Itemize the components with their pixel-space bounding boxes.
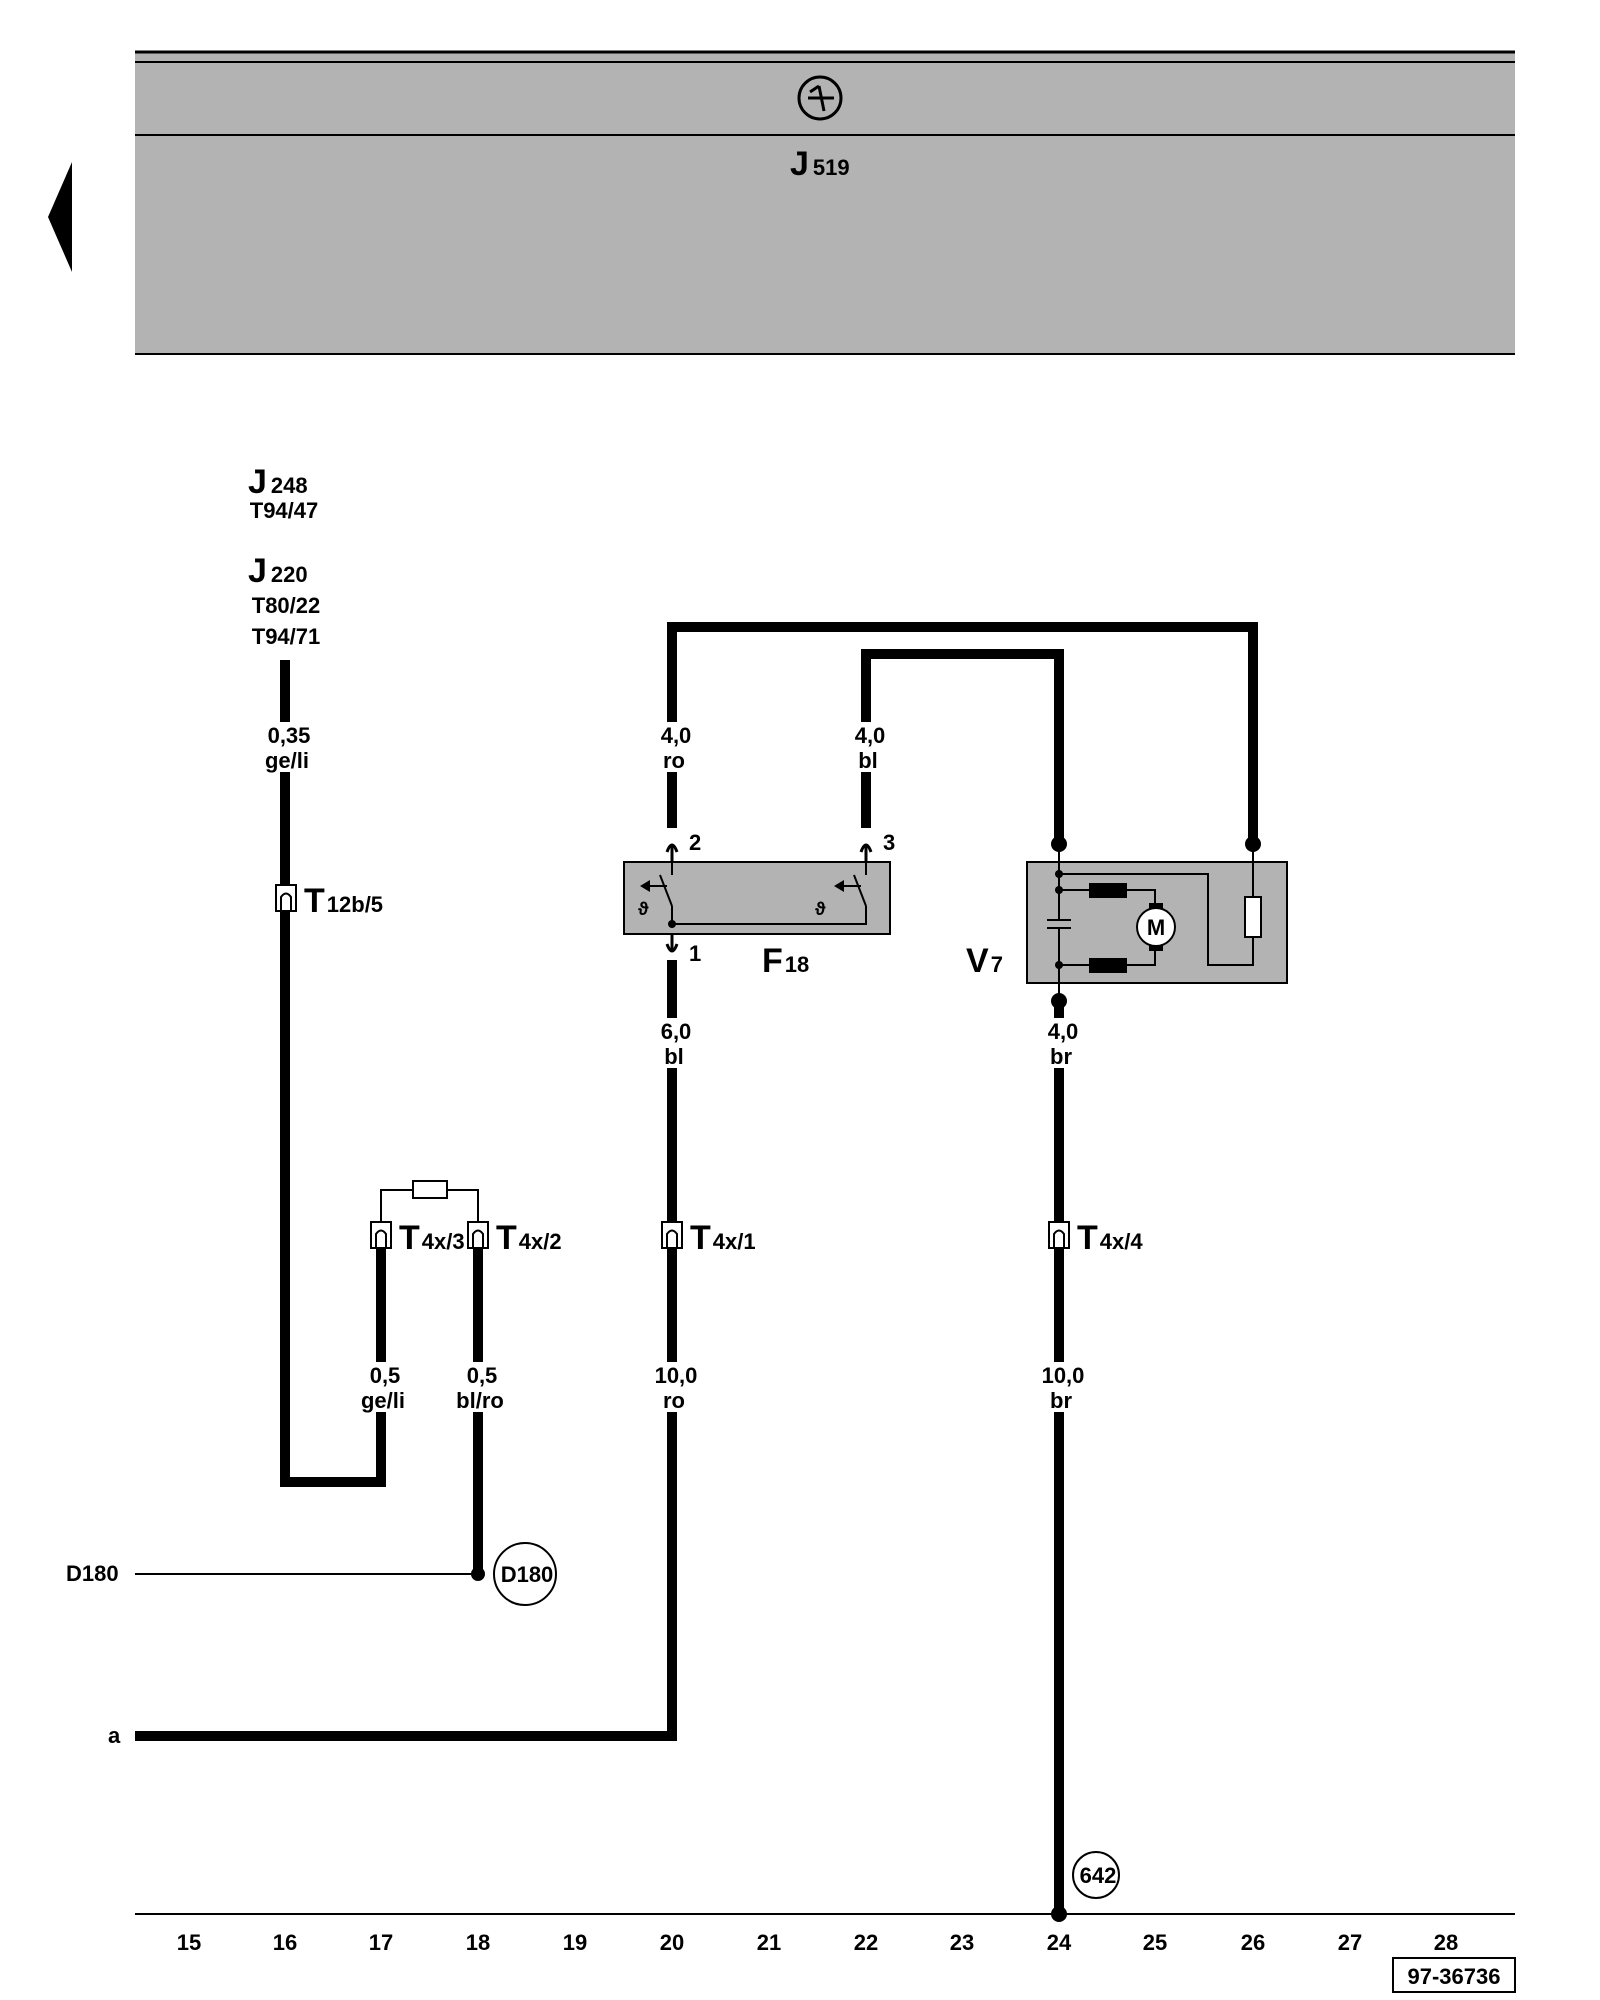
connector-t4x4-icon <box>1048 1221 1070 1249</box>
wire-label-bg-24-mid <box>1032 1018 1088 1068</box>
wire-color-18: bl/ro <box>456 1388 504 1413</box>
wire-size-24-bot: 10,0 <box>1042 1363 1085 1388</box>
ref-j220-pin-1: T80/22 <box>252 593 321 618</box>
wire-label-bg-24-bot <box>1027 1362 1093 1412</box>
connector-t4x3-label: T4x/3 <box>399 1219 465 1257</box>
grid-number-18: 18 <box>466 1930 490 1955</box>
grid-number-19: 19 <box>563 1930 587 1955</box>
grid-number-26: 26 <box>1241 1930 1265 1955</box>
f18-pin-3-icon <box>859 843 873 862</box>
wire-label-bg-22-top <box>839 722 895 772</box>
connector-t12b5-label: T12b/5 <box>304 882 383 920</box>
connector-t4x3-icon <box>370 1221 392 1249</box>
svg-text:ϑ: ϑ <box>815 899 826 919</box>
grid-number-20: 20 <box>660 1930 684 1955</box>
connector-t4x1-icon <box>661 1221 683 1249</box>
wire-label-bg-17 <box>352 1362 414 1412</box>
grid-numbers: 15 16 17 18 19 20 21 22 23 24 25 26 27 28 <box>177 1930 1458 1955</box>
connector-t4x2-icon <box>467 1221 489 1249</box>
wire-color-24-bot: br <box>1050 1388 1072 1413</box>
diagram-code-box <box>1392 1957 1516 1993</box>
grid-number-21: 21 <box>757 1930 781 1955</box>
wire-color-20-bot: ro <box>663 1388 685 1413</box>
d180-circle <box>493 1542 557 1606</box>
wire-size-17: 0,5 <box>370 1363 401 1388</box>
f18-switch-right-icon: ϑ <box>815 862 867 922</box>
d180-junction <box>471 1567 485 1581</box>
wire-size-16: 0,35 <box>268 723 311 748</box>
motor-icon: M <box>1136 903 1176 951</box>
wire-col16 <box>280 660 386 1487</box>
resistor <box>412 1180 448 1199</box>
grid-number-27: 27 <box>1338 1930 1362 1955</box>
wire-label-bg-20-top <box>645 722 701 772</box>
wire-size-22-top: 4,0 <box>855 723 886 748</box>
wire-size-20-top: 4,0 <box>661 723 692 748</box>
grid-number-15: 15 <box>177 1930 201 1955</box>
connector-t4x4-label: T4x/4 <box>1077 1219 1143 1257</box>
f18-label: F18 <box>762 942 809 980</box>
triangle-left-icon[interactable] <box>48 162 72 272</box>
wire-label-bg-20-mid <box>645 1018 701 1068</box>
ground-circle <box>1072 1851 1120 1899</box>
wire-col20-top <box>667 622 1258 842</box>
wire-label-bg-16 <box>255 722 317 772</box>
wire-color-16: ge/li <box>265 748 309 773</box>
f18-pin-1: 1 <box>689 941 701 966</box>
grid-number-28: 28 <box>1434 1930 1458 1955</box>
wire-size-20-mid: 6,0 <box>661 1019 692 1044</box>
grid-number-24: 24 <box>1047 1930 1072 1955</box>
connector-t4x2-label: T4x/2 <box>496 1219 562 1257</box>
connector-t4x1-label: T4x/1 <box>690 1219 756 1257</box>
wire-col20-bottom <box>135 960 677 1741</box>
connector-t12b5-icon <box>275 884 297 912</box>
f18-pin-2: 2 <box>689 830 701 855</box>
wire-color-20-top: ro <box>663 748 685 773</box>
d180-label: D180 <box>66 1561 119 1586</box>
diagram-code: 97-36736 <box>1408 1964 1501 1989</box>
f18-pin-2-icon <box>665 843 679 862</box>
ref-j248-pin: T94/47 <box>250 498 319 523</box>
svg-text:ϑ: ϑ <box>638 899 649 919</box>
f18-node <box>668 920 676 928</box>
wire-size-24-mid: 4,0 <box>1048 1019 1079 1044</box>
fan-symbol-icon <box>797 75 843 121</box>
f18-internal-link <box>672 922 867 925</box>
header-band <box>135 52 1515 354</box>
grid-number-16: 16 <box>273 1930 297 1955</box>
wire-color-20-mid: bl <box>664 1044 684 1069</box>
ground-circle-label: 642 <box>1080 1863 1117 1888</box>
f18-pin-1-icon <box>665 934 679 953</box>
wire-label-bg-18 <box>447 1362 509 1412</box>
f18-pin-3: 3 <box>883 830 895 855</box>
ref-a-label: a <box>108 1723 121 1748</box>
wire-size-18: 0,5 <box>467 1363 498 1388</box>
svg-text:M: M <box>1147 915 1165 940</box>
d180-circle-label: D180 <box>501 1562 554 1587</box>
v7-label: V7 <box>966 942 1003 980</box>
grid-number-25: 25 <box>1143 1930 1167 1955</box>
wire-color-17: ge/li <box>361 1388 405 1413</box>
grid-number-22: 22 <box>854 1930 878 1955</box>
grid-number-17: 17 <box>369 1930 393 1955</box>
grid-number-23: 23 <box>950 1930 974 1955</box>
wire-size-20-bot: 10,0 <box>655 1363 698 1388</box>
f18-switch-left-icon: ϑ <box>638 862 673 924</box>
v7-internal-circuit <box>1047 862 1262 983</box>
ref-j220-pin-2: T94/71 <box>252 624 321 649</box>
wire-color-24-mid: br <box>1050 1044 1072 1069</box>
wire-label-bg-20-bot <box>640 1362 706 1412</box>
wire-color-22-top: bl <box>858 748 878 773</box>
